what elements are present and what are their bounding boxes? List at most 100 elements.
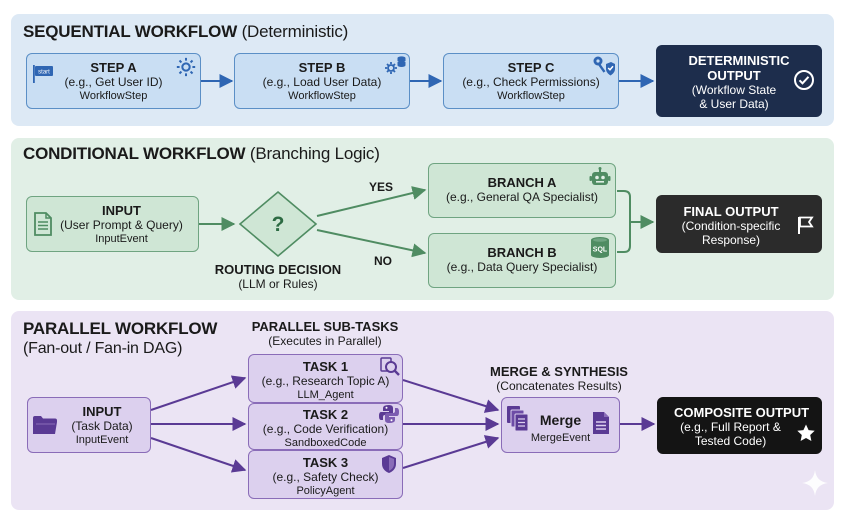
det-output-title-2: OUTPUT	[707, 68, 761, 83]
final-output-title: FINAL OUTPUT	[683, 204, 779, 219]
sql-database-icon: SQL	[591, 237, 609, 258]
task-3-sub: (e.g., Safety Check)	[272, 470, 379, 484]
task-3-meta: PolicyAgent	[296, 485, 355, 497]
merge-title: Merge	[539, 412, 582, 428]
composite-output-title: COMPOSITE OUTPUT	[674, 405, 810, 420]
sparkle-icon	[802, 470, 828, 496]
subtasks-sub: (Executes in Parallel)	[268, 334, 382, 348]
bracket-branches-to-output	[617, 190, 631, 253]
parallel-title: PARALLEL WORKFLOW	[23, 319, 217, 339]
robot-icon	[589, 167, 611, 185]
folder-icon	[33, 416, 57, 434]
final-output-sub-2: Response)	[701, 233, 761, 247]
merge-sub: (Concatenates Results)	[496, 379, 622, 393]
check-circle-icon	[794, 70, 814, 90]
branch-a-sub: (e.g., General QA Specialist)	[445, 190, 599, 204]
task-3-node[interactable]: TASK 3 (e.g., Safety Check) PolicyAgent	[248, 450, 403, 499]
document-icon	[34, 212, 52, 236]
cond-input-title: INPUT	[102, 203, 141, 218]
final-output-sub-1: (Condition-specific	[681, 219, 781, 233]
step-b-title: STEP B	[298, 60, 346, 75]
step-a-node[interactable]: STEP A (e.g., Get User ID) WorkflowStep	[26, 53, 201, 109]
python-icon	[379, 405, 399, 423]
branch-b-node[interactable]: BRANCH B (e.g., Data Query Specialist)	[428, 233, 616, 288]
parallel-subtasks-label: PARALLEL SUB-TASKS (Executes in Parallel…	[245, 319, 405, 348]
step-b-sub: (e.g., Load User Data)	[262, 75, 382, 89]
final-output-node[interactable]: FINAL OUTPUT (Condition-specific Respons…	[656, 195, 822, 253]
sequential-title: SEQUENTIAL WORKFLOW (Deterministic)	[23, 22, 348, 42]
flag-icon	[798, 216, 814, 234]
start-flag-icon: start	[33, 65, 53, 83]
gear-database-icon	[385, 56, 406, 74]
start-flag-text: start	[38, 70, 50, 76]
decision-sub: (LLM or Rules)	[238, 277, 318, 291]
subtasks-label: PARALLEL SUB-TASKS	[251, 319, 399, 334]
decision-label: ROUTING DECISION	[214, 262, 342, 277]
stacked-documents-icon	[507, 406, 529, 432]
no-label: NO	[374, 254, 392, 268]
deterministic-output-node[interactable]: DETERMINISTIC OUTPUT (Workflow State & U…	[656, 45, 822, 117]
step-b-node[interactable]: STEP B (e.g., Load User Data) WorkflowSt…	[234, 53, 410, 109]
det-output-sub-1: (Workflow State	[691, 83, 777, 97]
shield-icon	[382, 455, 396, 473]
decision-symbol: ?	[272, 213, 285, 236]
conditional-title-bold: CONDITIONAL WORKFLOW	[23, 144, 246, 163]
task-2-sub: (e.g., Code Verification)	[262, 422, 389, 436]
cond-input-sub: (User Prompt & Query)	[60, 218, 183, 232]
task-2-meta: SandboxedCode	[284, 437, 367, 449]
gear-icon	[176, 57, 196, 77]
task-1-meta: LLM_Agent	[297, 389, 354, 401]
arrow-task-1-to-merge	[402, 379, 500, 413]
branch-b-sub: (e.g., Data Query Specialist)	[446, 260, 598, 274]
merge-synthesis-label: MERGE & SYNTHESIS (Concatenates Results)	[472, 364, 646, 393]
step-c-meta: WorkflowStep	[497, 90, 565, 102]
task-1-title: TASK 1	[302, 359, 349, 374]
magnifier-icon	[380, 357, 400, 376]
routing-decision-label: ROUTING DECISION (LLM or Rules)	[208, 262, 348, 291]
sequential-title-bold: SEQUENTIAL WORKFLOW	[23, 22, 238, 41]
conditional-title-rest: (Branching Logic)	[249, 144, 380, 163]
composite-output-sub-2: Tested Code)	[694, 434, 767, 448]
step-c-node[interactable]: STEP C (e.g., Check Permissions) Workflo…	[443, 53, 619, 109]
cond-input-meta: InputEvent	[95, 233, 148, 245]
task-1-node[interactable]: TASK 1 (e.g., Research Topic A) LLM_Agen…	[248, 354, 403, 403]
parallel-subtitle: (Fan-out / Fan-in DAG)	[23, 340, 183, 357]
star-icon	[797, 424, 815, 441]
key-shield-icon	[593, 56, 615, 76]
det-output-title-1: DETERMINISTIC	[688, 53, 790, 68]
step-b-meta: WorkflowStep	[288, 90, 356, 102]
det-output-sub-2: & User Data)	[699, 97, 769, 111]
step-a-meta: WorkflowStep	[79, 90, 148, 102]
composite-output-sub-1: (e.g., Full Report &	[680, 420, 781, 434]
parallel-title-bold: PARALLEL WORKFLOW	[23, 319, 218, 338]
step-a-sub: (e.g., Get User ID)	[64, 75, 163, 89]
par-input-sub: (Task Data)	[71, 419, 133, 433]
branch-a-node[interactable]: BRANCH A (e.g., General QA Specialist)	[428, 163, 616, 218]
task-2-title: TASK 2	[302, 407, 349, 422]
task-2-node[interactable]: TASK 2 (e.g., Code Verification) Sandbox…	[248, 403, 403, 450]
arrow-input-to-task-1	[150, 375, 247, 411]
task-3-title: TASK 3	[302, 455, 349, 470]
composite-output-node[interactable]: COMPOSITE OUTPUT (e.g., Full Report & Te…	[657, 397, 822, 454]
task-1-sub: (e.g., Research Topic A)	[261, 374, 390, 388]
branch-a-title: BRANCH A	[487, 175, 557, 190]
step-c-title: STEP C	[507, 60, 555, 75]
arrow-decision-to-branch-b	[316, 229, 427, 258]
merge-label: MERGE & SYNTHESIS	[490, 364, 628, 379]
branch-b-title: BRANCH B	[487, 245, 557, 260]
sequential-title-rest: (Deterministic)	[241, 22, 349, 41]
yes-label: YES	[369, 180, 394, 194]
routing-decision-diamond[interactable]: ?	[238, 190, 318, 258]
documents-icon	[593, 412, 609, 434]
step-c-sub: (e.g., Check Permissions)	[462, 75, 600, 89]
arrow-task-3-to-merge	[402, 435, 500, 469]
conditional-title: CONDITIONAL WORKFLOW (Branching Logic)	[23, 144, 380, 164]
step-a-title: STEP A	[90, 60, 137, 75]
par-input-title: INPUT	[82, 404, 122, 419]
merge-meta: MergeEvent	[530, 432, 591, 444]
conditional-input-node[interactable]: INPUT (User Prompt & Query) InputEvent	[26, 196, 199, 252]
arrow-decision-to-branch-a	[316, 186, 427, 217]
par-input-meta: InputEvent	[75, 434, 129, 446]
sql-text: SQL	[593, 247, 608, 254]
